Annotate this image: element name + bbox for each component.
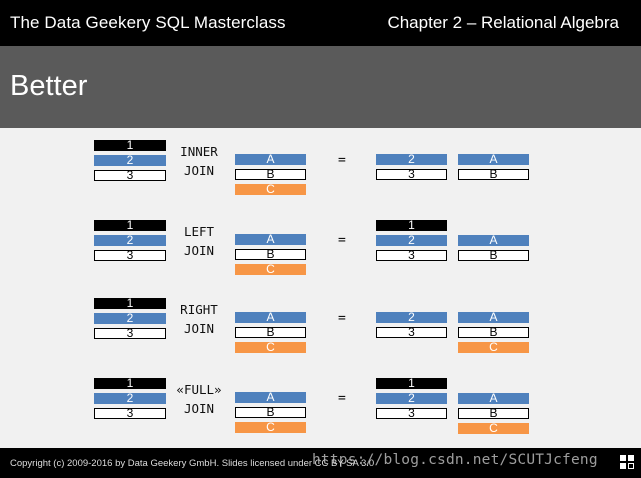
result-left-row: 3 [376, 249, 447, 261]
equals-sign: = [338, 311, 346, 326]
slide-title: Better [10, 70, 88, 102]
result-left-row: 3 [376, 326, 447, 338]
chapter-title: Chapter 2 – Relational Algebra [387, 13, 619, 32]
right-row-c: C [235, 263, 306, 275]
left-row-1: 1 [94, 219, 166, 231]
join-label-line1: INNER [180, 144, 218, 159]
join-label-line2: JOIN [183, 243, 215, 258]
left-row-1: 1 [94, 297, 166, 309]
left-row-3: 3 [94, 407, 166, 419]
right-row-c: C [235, 421, 306, 433]
slide-footer: Copyright (c) 2009-2016 by Data Geekery … [0, 448, 641, 478]
right-row-b: B [235, 168, 306, 180]
result-left-row: 3 [376, 407, 447, 419]
left-row-2: 2 [94, 154, 166, 166]
left-row-2: 2 [94, 392, 166, 404]
watermark: https://blog.csdn.net/SCUTJcfeng [312, 452, 598, 468]
join-label-line1: LEFT [183, 224, 215, 239]
result-right-row: B [458, 407, 529, 419]
slide-header: The Data Geekery SQL Masterclass Chapter… [0, 0, 641, 46]
left-row-1: 1 [94, 377, 166, 389]
result-right-row: B [458, 168, 529, 180]
right-row-c: C [235, 183, 306, 195]
right-row-a: A [235, 391, 306, 403]
right-row-c: C [235, 341, 306, 353]
result-right-row: B [458, 326, 529, 338]
equals-sign: = [338, 153, 346, 168]
result-left-row: 1 [376, 377, 447, 389]
right-row-a: A [235, 153, 306, 165]
left-row-2: 2 [94, 234, 166, 246]
left-row-3: 3 [94, 249, 166, 261]
result-right-row: A [458, 234, 529, 246]
result-right-row: C [458, 341, 529, 353]
join-label-line2: JOIN [183, 401, 215, 416]
equals-sign: = [338, 391, 346, 406]
left-row-3: 3 [94, 327, 166, 339]
data-geekery-logo-icon [620, 455, 636, 471]
result-left-row: 2 [376, 311, 447, 323]
course-title: The Data Geekery SQL Masterclass [10, 13, 286, 32]
left-row-2: 2 [94, 312, 166, 324]
right-row-a: A [235, 233, 306, 245]
equals-sign: = [338, 233, 346, 248]
right-row-b: B [235, 248, 306, 260]
result-right-row: A [458, 153, 529, 165]
result-left-row: 2 [376, 153, 447, 165]
copyright-notice: Copyright (c) 2009-2016 by Data Geekery … [10, 458, 375, 469]
left-row-3: 3 [94, 169, 166, 181]
join-label-line1: RIGHT [180, 302, 218, 317]
result-left-row: 3 [376, 168, 447, 180]
left-row-1: 1 [94, 139, 166, 151]
title-bar: Better [0, 46, 641, 128]
result-left-row: 2 [376, 392, 447, 404]
result-right-row: A [458, 311, 529, 323]
join-label-line2: JOIN [183, 321, 215, 336]
result-right-row: C [458, 422, 529, 434]
result-left-row: 1 [376, 219, 447, 231]
result-right-row: B [458, 249, 529, 261]
right-row-b: B [235, 326, 306, 338]
right-row-b: B [235, 406, 306, 418]
result-left-row: 2 [376, 234, 447, 246]
result-right-row: A [458, 392, 529, 404]
diagram-area: 1 2 3 INNER JOIN A B C = 2 3 A B 1 2 3 L… [0, 128, 641, 448]
join-label-line2: JOIN [183, 163, 215, 178]
right-row-a: A [235, 311, 306, 323]
join-label-line1: «FULL» [176, 382, 222, 397]
